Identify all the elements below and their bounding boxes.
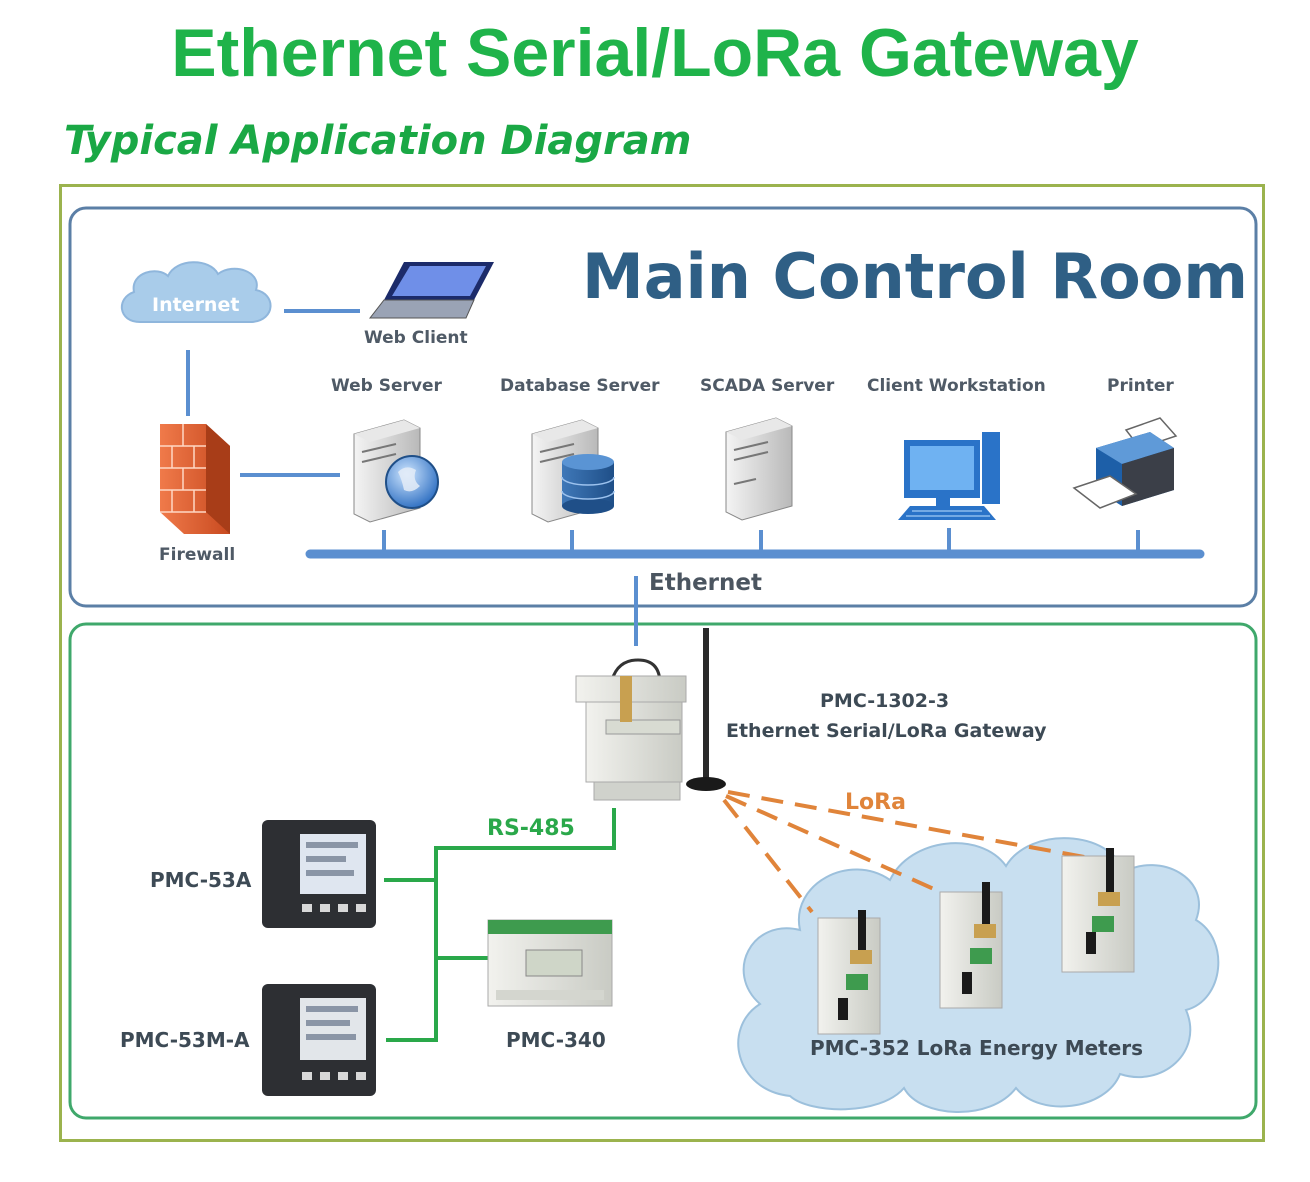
rs485-label: RS-485	[487, 816, 575, 841]
printer-label: Printer	[1107, 376, 1174, 396]
pmc352-meter-1-icon	[817, 910, 881, 1035]
pmc53ma-label: PMC-53M-A	[120, 1028, 250, 1052]
firewall-label: Firewall	[159, 545, 236, 565]
gateway-antenna-icon	[686, 628, 726, 791]
bus-drops	[382, 528, 1140, 550]
control-room-title: Main Control Room	[582, 240, 1248, 313]
ethernet-label: Ethernet	[649, 570, 762, 596]
page-subtitle: Typical Application Diagram	[64, 118, 692, 164]
firewall-icon	[160, 424, 230, 534]
web-server-icon	[353, 419, 439, 523]
gateway-name-label: Ethernet Serial/LoRa Gateway	[726, 720, 1047, 742]
rs485-network	[384, 808, 616, 1042]
printer-icon	[1072, 417, 1178, 509]
pmc340-label: PMC-340	[506, 1028, 606, 1052]
scada-server-label: SCADA Server	[700, 376, 835, 396]
database-server-label: Database Server	[500, 376, 660, 396]
client-workstation-label: Client Workstation	[867, 376, 1046, 396]
gateway-device	[575, 658, 687, 801]
web-server-label: Web Server	[331, 376, 442, 396]
pmc53a-meter-icon	[262, 820, 376, 928]
diagram-frame	[59, 184, 1265, 1142]
page-title: Ethernet Serial/LoRa Gateway	[171, 15, 1139, 91]
workstation-icon	[898, 432, 1000, 520]
internet-cloud-icon	[120, 261, 272, 323]
pmc352-label: PMC-352 LoRa Energy Meters	[810, 1036, 1144, 1060]
pmc352-meter-3-icon	[1061, 848, 1135, 973]
pmc352-meter-2-icon	[939, 882, 1003, 1009]
lora-label: LoRa	[845, 790, 906, 815]
pmc53a-label: PMC-53A	[150, 868, 252, 892]
gateway-model-label: PMC-1302-3	[820, 690, 950, 712]
internet-label: Internet	[152, 294, 240, 316]
field-zone	[68, 622, 1258, 1120]
scada-server-icon	[725, 417, 793, 521]
laptop-icon	[368, 262, 494, 319]
control-room-zone	[68, 206, 1258, 608]
web-client-label: Web Client	[364, 328, 468, 348]
pmc53ma-meter-icon	[262, 984, 376, 1096]
database-server-icon	[531, 419, 615, 523]
pmc340-meter-icon	[487, 919, 613, 1007]
lora-links	[722, 790, 1091, 914]
